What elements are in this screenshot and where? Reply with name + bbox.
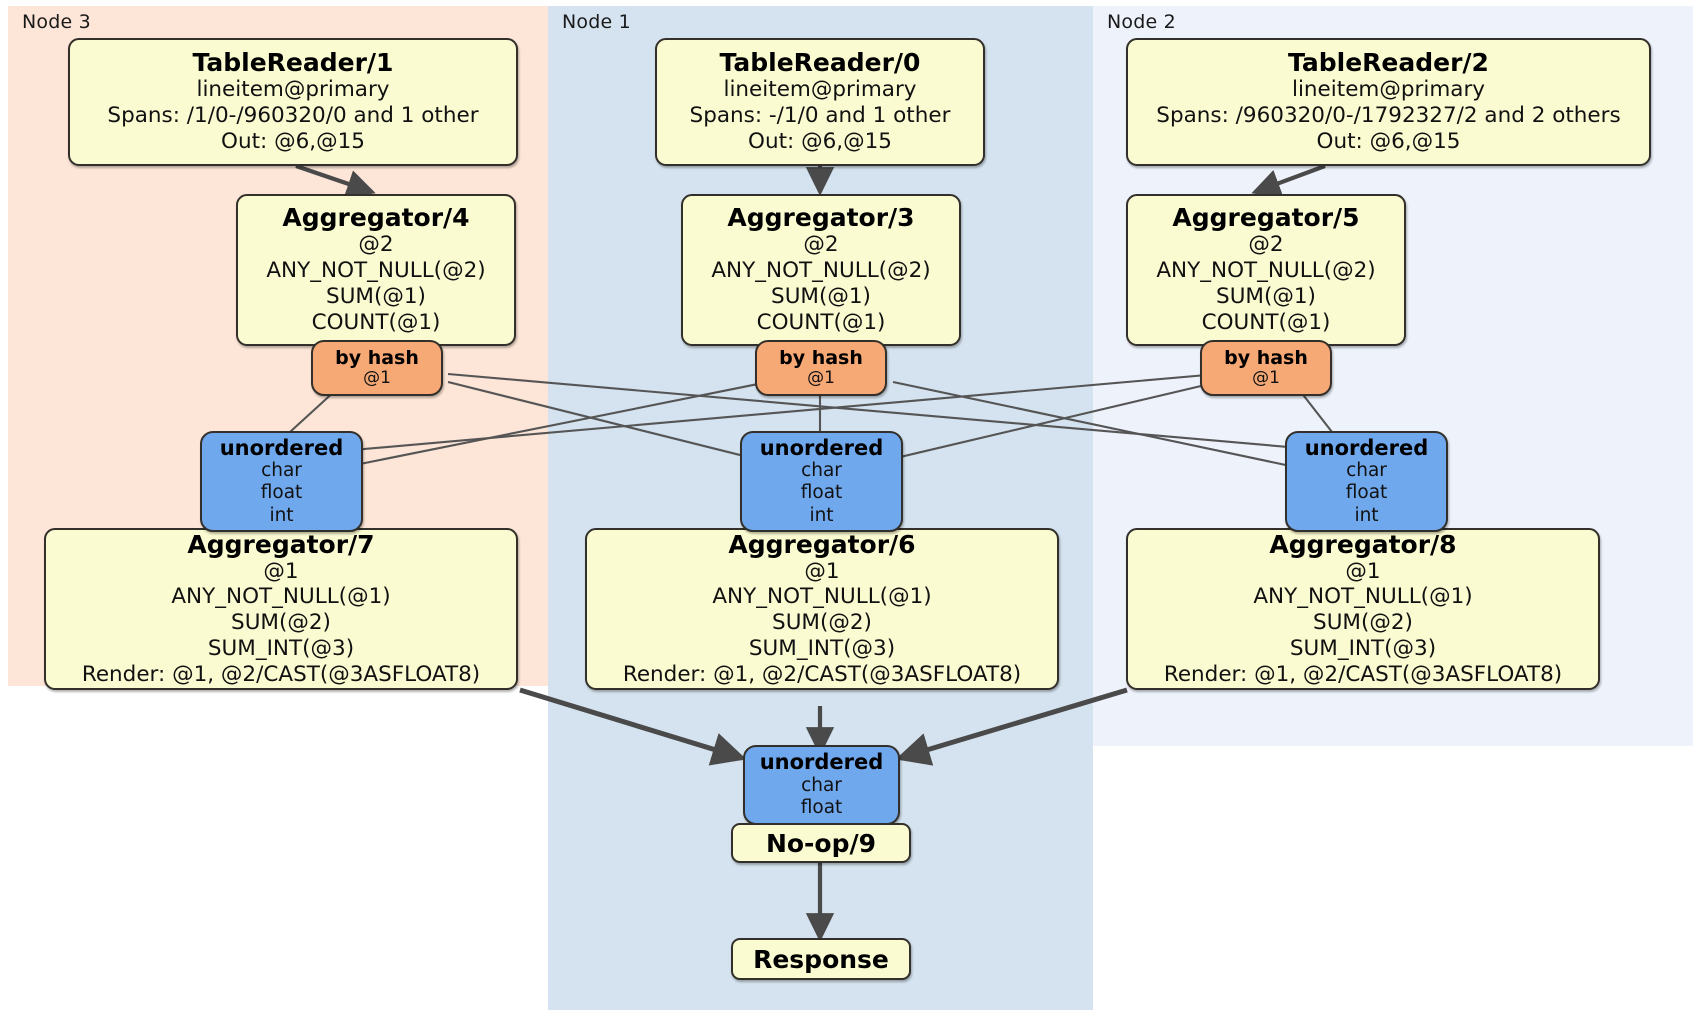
synchronizer-type: float <box>1345 482 1388 504</box>
processor-aggregator-8[interactable]: Aggregator/8 @1 ANY_NOT_NULL(@1) SUM(@2)… <box>1126 528 1600 690</box>
processor-line: SUM(@1) <box>1216 284 1316 309</box>
processor-line: Render: @1, @2/CAST(@3ASFLOAT8) <box>81 661 481 687</box>
synchronizer-type: int <box>809 504 834 526</box>
processor-line: SUM(@2) <box>231 610 331 636</box>
processor-line: Out: @6,@15 <box>748 128 892 154</box>
processor-line: SUM_INT(@3) <box>1289 635 1437 661</box>
processor-line: @2 <box>358 232 394 258</box>
processor-line: @2 <box>1248 232 1284 258</box>
processor-title: Aggregator/8 <box>1269 529 1457 559</box>
router-line: @1 <box>807 367 835 388</box>
processor-title: Response <box>753 944 889 974</box>
processor-table-reader-2[interactable]: TableReader/2 lineitem@primary Spans: /9… <box>1126 38 1651 166</box>
processor-table-reader-1[interactable]: TableReader/1 lineitem@primary Spans: /1… <box>68 38 518 166</box>
processor-line: @1 <box>804 558 840 584</box>
synchronizer-type: char <box>1346 459 1387 481</box>
synchronizer-type: float <box>260 482 303 504</box>
router-title: by hash <box>335 346 419 369</box>
processor-line: ANY_NOT_NULL(@1) <box>171 584 391 610</box>
processor-title: TableReader/0 <box>719 48 921 78</box>
synchronizer-type: float <box>800 797 843 819</box>
processor-no-op-9[interactable]: No-op/9 <box>731 823 911 863</box>
processor-title: No-op/9 <box>765 828 877 858</box>
node-label-node1: Node 1 <box>562 11 631 33</box>
processor-line: Spans: /960320/0-/1792327/2 and 2 others <box>1156 103 1621 129</box>
processor-line: Render: @1, @2/CAST(@3ASFLOAT8) <box>1163 661 1563 687</box>
processor-line: lineitem@primary <box>723 77 917 103</box>
processor-table-reader-0[interactable]: TableReader/0 lineitem@primary Spans: -/… <box>655 38 985 166</box>
synchronizer-type: int <box>269 504 294 526</box>
processor-title: Aggregator/5 <box>1172 203 1360 233</box>
processor-title: Aggregator/7 <box>187 529 375 559</box>
router-title: by hash <box>1224 346 1308 369</box>
processor-line: ANY_NOT_NULL(@1) <box>1253 584 1473 610</box>
processor-title: Aggregator/6 <box>728 529 916 559</box>
processor-line: Spans: /1/0-/960320/0 and 1 other <box>107 103 479 129</box>
synchronizer-type: char <box>801 774 842 796</box>
processor-line: SUM(@1) <box>771 284 871 309</box>
processor-title: TableReader/2 <box>1288 48 1489 78</box>
processor-aggregator-5[interactable]: Aggregator/5 @2 ANY_NOT_NULL(@2) SUM(@1)… <box>1126 194 1406 346</box>
synchronizer-type: float <box>800 482 843 504</box>
processor-line: SUM_INT(@3) <box>748 635 896 661</box>
processor-line: COUNT(@1) <box>311 309 441 335</box>
processor-line: Out: @6,@15 <box>221 128 365 154</box>
synchronizer-title: unordered <box>219 435 344 460</box>
processor-line: COUNT(@1) <box>756 309 886 335</box>
processor-line: Out: @6,@15 <box>1316 128 1461 154</box>
processor-aggregator-3[interactable]: Aggregator/3 @2 ANY_NOT_NULL(@2) SUM(@1)… <box>681 194 961 346</box>
processor-line: lineitem@primary <box>196 77 390 103</box>
synchronizer-unordered-right[interactable]: unordered char float int <box>1285 431 1448 532</box>
processor-aggregator-4[interactable]: Aggregator/4 @2 ANY_NOT_NULL(@2) SUM(@1)… <box>236 194 516 346</box>
synchronizer-type: int <box>1354 504 1379 526</box>
router-line: @1 <box>1252 367 1280 388</box>
processor-line: ANY_NOT_NULL(@2) <box>711 258 931 284</box>
synchronizer-unordered-center[interactable]: unordered char float int <box>740 431 903 532</box>
synchronizer-title: unordered <box>759 750 884 775</box>
synchronizer-type: char <box>261 459 302 481</box>
processor-line: ANY_NOT_NULL(@2) <box>266 258 486 284</box>
processor-line: lineitem@primary <box>1291 77 1486 103</box>
processor-title: TableReader/1 <box>192 48 394 78</box>
processor-line: SUM(@2) <box>1313 610 1413 636</box>
processor-line: @1 <box>263 558 299 584</box>
processor-line: Spans: -/1/0 and 1 other <box>689 103 951 129</box>
processor-line: SUM_INT(@3) <box>207 635 355 661</box>
router-by-hash-right[interactable]: by hash @1 <box>1200 340 1332 396</box>
processor-aggregator-6[interactable]: Aggregator/6 @1 ANY_NOT_NULL(@1) SUM(@2)… <box>585 528 1059 690</box>
processor-line: @2 <box>803 232 839 258</box>
router-line: @1 <box>363 367 391 388</box>
processor-aggregator-7[interactable]: Aggregator/7 @1 ANY_NOT_NULL(@1) SUM(@2)… <box>44 528 518 690</box>
processor-line: Render: @1, @2/CAST(@3ASFLOAT8) <box>622 661 1022 687</box>
processor-line: @1 <box>1345 558 1381 584</box>
router-by-hash-left[interactable]: by hash @1 <box>311 340 443 396</box>
processor-line: SUM(@2) <box>772 610 872 636</box>
synchronizer-unordered-final[interactable]: unordered char float <box>743 745 900 825</box>
synchronizer-title: unordered <box>759 435 884 460</box>
synchronizer-title: unordered <box>1304 435 1429 460</box>
processor-line: ANY_NOT_NULL(@2) <box>1156 258 1376 284</box>
processor-line: COUNT(@1) <box>1201 309 1331 335</box>
router-by-hash-center[interactable]: by hash @1 <box>755 340 887 396</box>
synchronizer-unordered-left[interactable]: unordered char float int <box>200 431 363 532</box>
synchronizer-type: char <box>801 459 842 481</box>
processor-line: ANY_NOT_NULL(@1) <box>712 584 932 610</box>
processor-line: SUM(@1) <box>326 284 426 309</box>
node-label-node2: Node 2 <box>1107 11 1176 33</box>
processor-title: Aggregator/3 <box>727 203 915 233</box>
processor-title: Aggregator/4 <box>282 203 470 233</box>
router-title: by hash <box>779 346 863 369</box>
node-label-node3: Node 3 <box>22 11 91 33</box>
processor-response[interactable]: Response <box>731 938 911 980</box>
